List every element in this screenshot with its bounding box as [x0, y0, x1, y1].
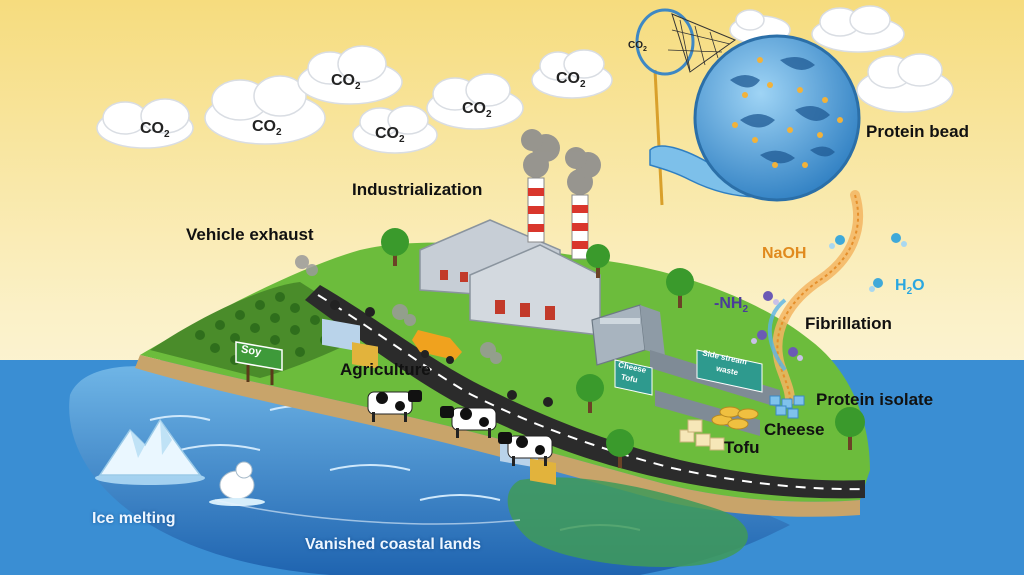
cloud-3	[297, 45, 403, 105]
molecules	[751, 233, 907, 361]
cloud-5	[426, 73, 524, 130]
co2-label: CO2	[252, 118, 282, 139]
protein-isolate-cluster	[769, 395, 805, 419]
cloud-6	[531, 49, 613, 99]
co2-label: CO2	[331, 72, 361, 93]
submerged-land	[507, 477, 748, 568]
label-vanished-coastal-lands: Vanished coastal lands	[305, 536, 482, 553]
butterfly-net	[635, 8, 737, 206]
cloud-9	[856, 53, 954, 113]
tofu-blocks	[679, 419, 725, 451]
label-ice-melting: Ice melting	[92, 510, 176, 527]
soy-sign	[235, 341, 283, 385]
factory	[419, 219, 601, 336]
truck-1	[322, 300, 378, 369]
car	[412, 330, 462, 364]
label-cheese: Cheese	[764, 420, 825, 439]
co2-label: CO2	[556, 70, 586, 91]
road	[305, 285, 865, 499]
polar-bear	[209, 461, 265, 506]
label-fibrillation: Fibrillation	[805, 314, 892, 333]
co2-label: CO2	[375, 125, 405, 146]
label-industrialization: Industrialization	[352, 180, 483, 199]
label-tofu: Tofu	[724, 438, 760, 457]
label-protein-bead: Protein bead	[866, 122, 969, 141]
cloud-8	[811, 5, 905, 53]
road-center-line	[317, 294, 866, 491]
trees	[381, 228, 865, 468]
cloud-1	[96, 98, 194, 149]
iceberg	[95, 418, 205, 485]
label-agriculture: Agriculture	[340, 360, 431, 379]
coastline	[214, 499, 521, 525]
label-vehicle-exhaust: Vehicle exhaust	[186, 225, 314, 244]
cheese-wheels	[711, 406, 759, 430]
label-nh2: -NH2	[714, 295, 748, 316]
cow-2	[440, 406, 497, 438]
label-protein-isolate: Protein isolate	[816, 390, 934, 409]
cloud-4	[352, 105, 438, 154]
co2-label: CO2	[462, 100, 492, 121]
label-h2o: H2O	[895, 277, 925, 298]
chimney-smoke	[521, 129, 601, 195]
side-stream-sign	[696, 349, 763, 393]
label-naoh: NaOH	[762, 245, 807, 262]
cloud-2	[204, 75, 326, 145]
cheese-tofu-sign	[614, 359, 653, 396]
cow-3	[498, 432, 553, 466]
cloud-group	[96, 5, 954, 154]
protein-fibril	[767, 190, 864, 405]
chimneys	[527, 177, 589, 260]
protein-bead	[693, 34, 861, 202]
co2-label-net: CO2	[628, 40, 647, 53]
exhaust-smoke	[295, 255, 502, 364]
co2-label: CO2	[140, 120, 170, 141]
cow-1	[367, 390, 422, 422]
